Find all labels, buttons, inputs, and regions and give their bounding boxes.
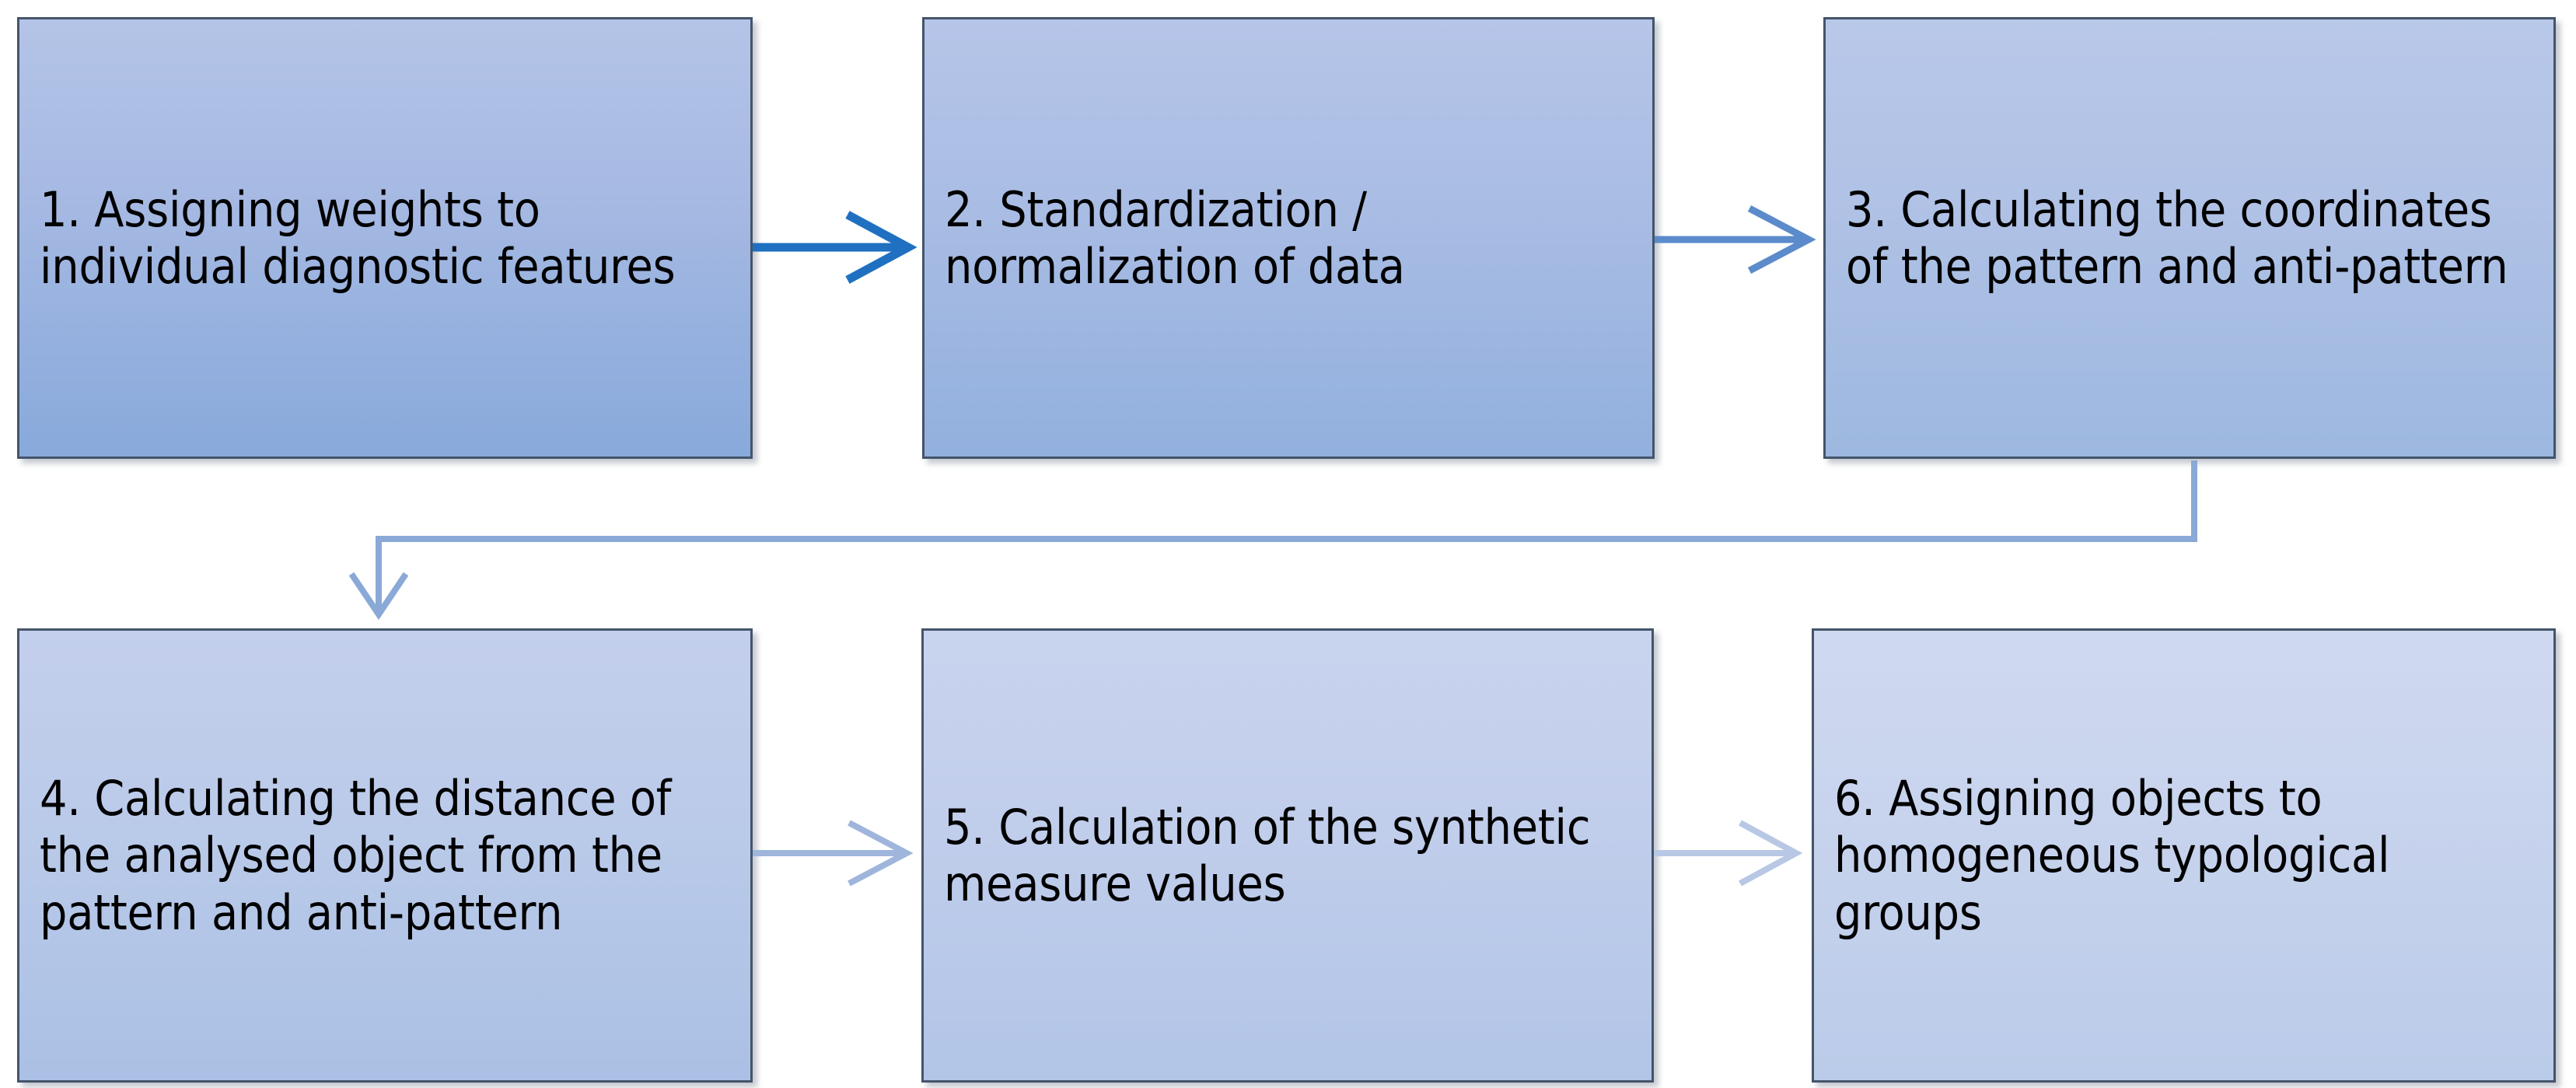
process-box-step-6[interactable]: 6. Assigning objects to homogeneous typo…: [1812, 628, 2556, 1083]
process-box-step-5[interactable]: 5. Calculation of the synthetic measure …: [921, 628, 1654, 1083]
process-box-step-2[interactable]: 2. Standardization / normalization of da…: [922, 17, 1655, 459]
arrow-step-1-to-step-2-icon: [753, 211, 918, 284]
arrow-step-2-to-step-3-icon: [1655, 205, 1816, 274]
process-box-step-4-label: 4. Calculating the distance of the analy…: [40, 770, 672, 941]
process-box-step-5-label: 5. Calculation of the synthetic measure …: [944, 798, 1591, 912]
arrow-step-4-to-step-5-icon: [753, 820, 914, 887]
arrow-step-5-to-step-6-icon: [1654, 820, 1803, 887]
process-box-step-6-label: 6. Assigning objects to homogeneous typo…: [1834, 770, 2390, 941]
process-box-step-4[interactable]: 4. Calculating the distance of the analy…: [17, 628, 753, 1083]
process-box-step-1[interactable]: 1. Assigning weights to individual diagn…: [17, 17, 753, 459]
process-box-step-1-label: 1. Assigning weights to individual diagn…: [40, 180, 676, 295]
process-box-step-2-label: 2. Standardization / normalization of da…: [945, 180, 1405, 295]
process-box-step-3[interactable]: 3. Calculating the coordinates of the pa…: [1823, 17, 2556, 459]
process-box-step-3-label: 3. Calculating the coordinates of the pa…: [1846, 180, 2508, 295]
arrow-step-3-to-step-4-icon: [348, 460, 2197, 621]
